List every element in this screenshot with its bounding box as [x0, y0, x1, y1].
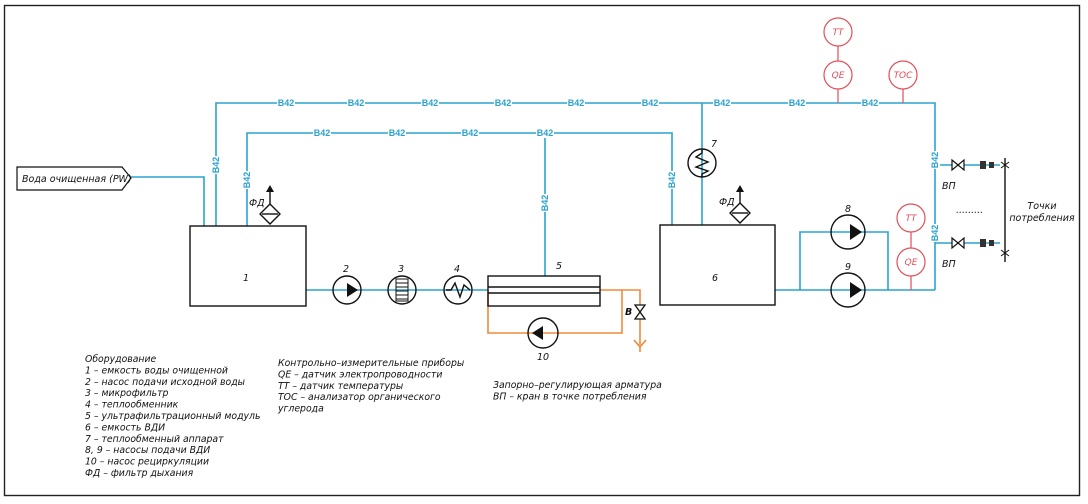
- consumption-label: Точки: [1027, 201, 1056, 212]
- label: ФД: [249, 198, 265, 209]
- instruments: TT QE TOC TT QE: [823, 17, 926, 290]
- label: 9: [845, 262, 851, 273]
- pump-2: 2: [332, 264, 362, 305]
- pipe-label: В42: [537, 128, 554, 138]
- legend-line: TOC – анализатор органического: [278, 392, 441, 403]
- ultrafiltration-module-5: 5: [487, 261, 601, 307]
- label: TOC: [894, 71, 914, 81]
- label: TT: [833, 28, 845, 38]
- label: 10: [537, 352, 549, 363]
- label: 5: [556, 261, 562, 272]
- breather-filter-1: ФД: [249, 185, 281, 225]
- pipe-label: В42: [495, 98, 512, 108]
- heat-exchanger-4: 4: [443, 264, 473, 305]
- pipe-label: В42: [348, 98, 365, 108]
- legend-line: 10 – насос рециркуляции: [85, 457, 209, 468]
- pipe-label: В42: [462, 128, 479, 138]
- label: 6: [712, 273, 718, 284]
- pipes: [130, 102, 1000, 291]
- tank-1: 1: [189, 225, 307, 307]
- legend-line: 2 – насос подачи исходной воды: [85, 377, 245, 388]
- tt-sensor-top: TT: [823, 17, 853, 47]
- legend-line: 6 – емкость ВДИ: [85, 422, 165, 433]
- consumption-label: потребления: [1009, 213, 1075, 224]
- legend-line: Оборудование: [85, 354, 157, 365]
- label: 2: [343, 264, 349, 275]
- label: QE: [832, 71, 845, 81]
- pipe-label: В42: [930, 225, 940, 242]
- pump-10: 10: [527, 317, 559, 363]
- legend-line: 1 – емкость воды очищенной: [85, 365, 228, 376]
- pipe-label: В42: [242, 172, 252, 189]
- label: ВП: [942, 181, 956, 192]
- label: QE: [905, 258, 918, 268]
- pipe-label: В42: [211, 157, 221, 174]
- recirculation-loop: [487, 289, 647, 352]
- pipe-label: В42: [714, 98, 731, 108]
- pipe-label: В42: [930, 152, 940, 169]
- legend-line: TT – датчик температуры: [278, 381, 403, 392]
- legend-line: углерода: [277, 404, 324, 415]
- more-taps: .........: [956, 205, 983, 216]
- toc-analyzer: TOC: [888, 60, 918, 90]
- breather-filter-6: ФД: [719, 185, 751, 224]
- legend-line: 4 – теплообменник: [85, 400, 179, 411]
- legend-line: QE – датчик электропроводности: [278, 369, 442, 380]
- qe-sensor-bottom: QE: [896, 247, 926, 277]
- label: В: [625, 307, 632, 318]
- microfilter-3: 3: [387, 264, 417, 305]
- legend-line: 8, 9 – насосы подачи ВДИ: [85, 445, 210, 456]
- label: TT: [906, 214, 918, 224]
- pipe-label: В42: [278, 98, 295, 108]
- pump-8: 8: [830, 204, 866, 250]
- label: 8: [845, 204, 851, 215]
- pipe-label: В42: [862, 98, 879, 108]
- purified-water-input: Вода очищенная (PW): [16, 166, 132, 191]
- frame: [3, 4, 1081, 497]
- label: 3: [398, 264, 404, 275]
- legend-line: 7 – теплообменный аппарат: [85, 434, 224, 445]
- label: 1: [243, 273, 249, 284]
- drain-valve[interactable]: В: [625, 304, 647, 320]
- input-label: Вода очищенная (PW): [22, 174, 132, 185]
- qe-sensor-top: QE: [823, 60, 853, 90]
- pipe-label: В42: [789, 98, 806, 108]
- legend-line: Запорно–регулирующая арматура: [493, 380, 662, 391]
- heat-exchanger-7: 7: [687, 139, 717, 178]
- pipe-label: В42: [389, 128, 406, 138]
- tank-6: 6: [659, 224, 776, 306]
- consumption-tap-1[interactable]: ВП: [942, 158, 994, 192]
- tt-sensor-bottom: TT: [896, 203, 926, 233]
- legend-line: Контрольно–измерительные приборы: [278, 358, 464, 369]
- pipe-label: В42: [540, 195, 550, 212]
- label: 7: [711, 139, 717, 150]
- legend-line: ВП – кран в точке потребления: [493, 391, 647, 402]
- pump-9: 9: [830, 262, 866, 308]
- consumption-bracket: [1000, 158, 1010, 262]
- pipe-label: В42: [667, 172, 677, 189]
- pipe-label: В42: [422, 98, 439, 108]
- label: 4: [454, 264, 460, 275]
- legend-line: ФД – фильтр дыхания: [85, 468, 194, 479]
- legend-line: 3 – микрофильтр: [85, 388, 169, 399]
- consumption-tap-2[interactable]: ВП: [942, 236, 994, 270]
- legend-line: 5 – ультрафильтрационный модуль: [85, 411, 260, 422]
- pipe-label: В42: [568, 98, 585, 108]
- pipe-label: В42: [314, 128, 331, 138]
- pipe-label: В42: [642, 98, 659, 108]
- label: ФД: [719, 197, 735, 208]
- label: ВП: [942, 259, 956, 270]
